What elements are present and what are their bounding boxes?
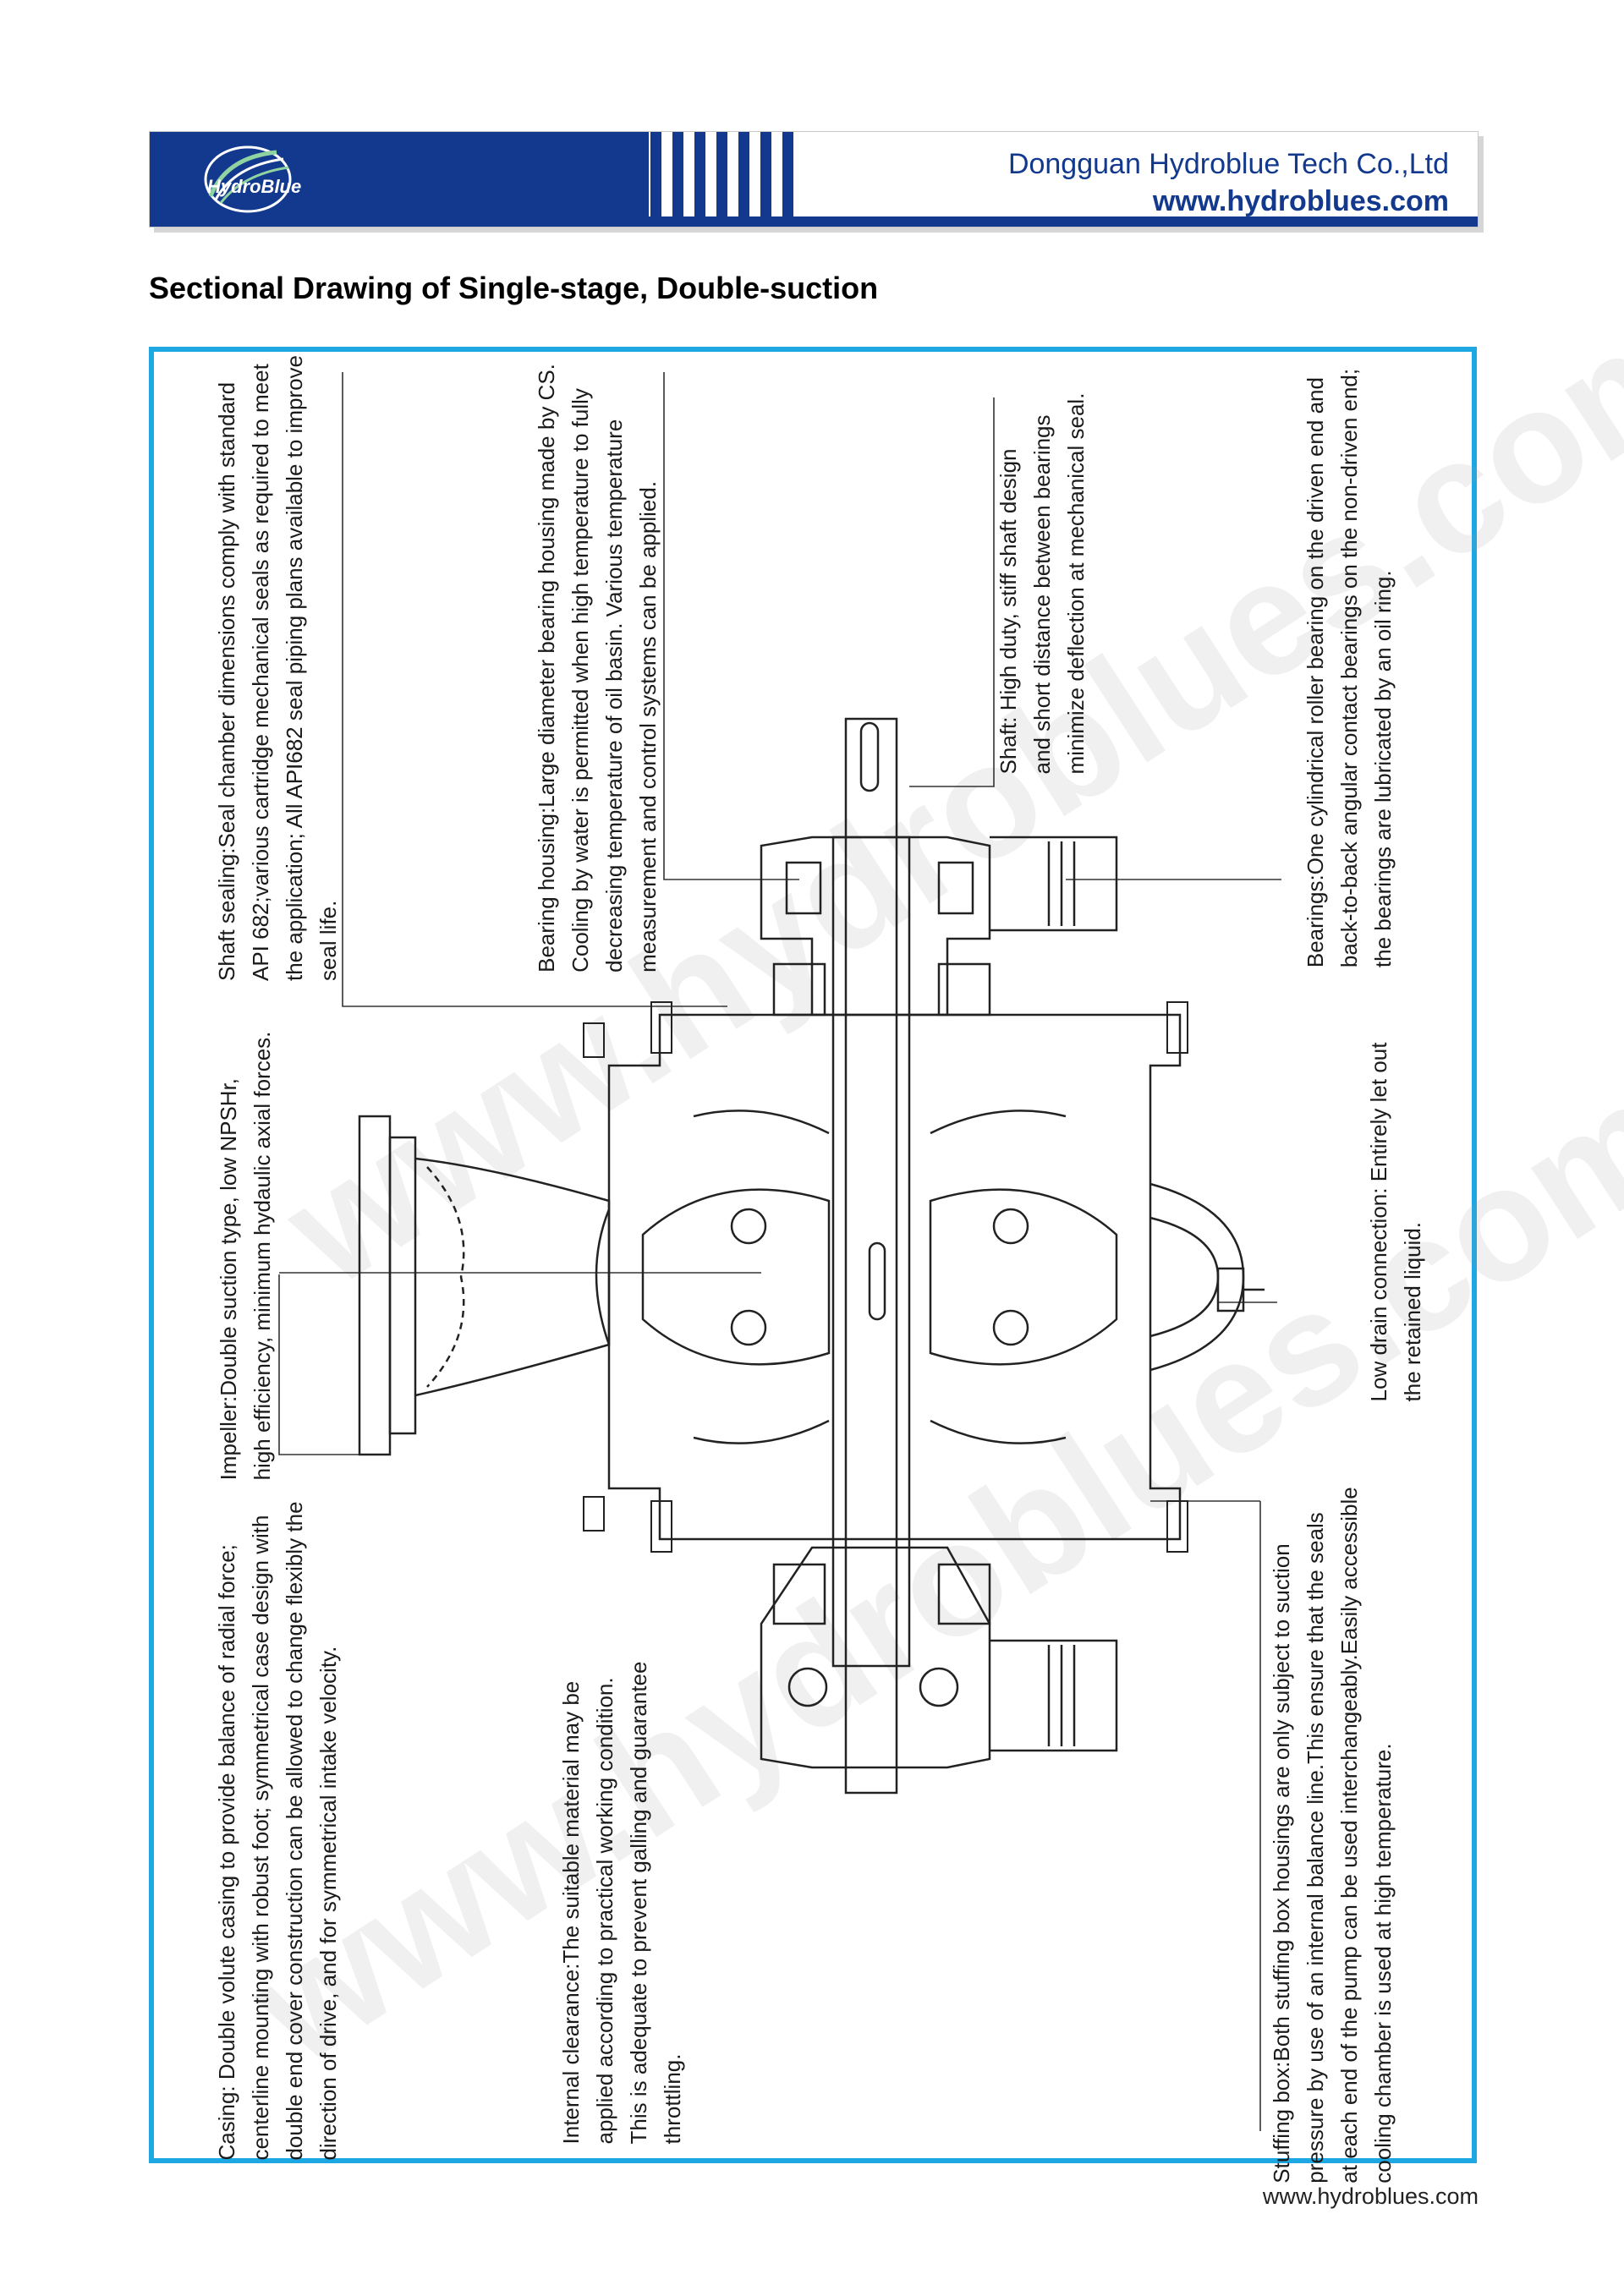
annotation-line: Shaft sealing:Seal chamber dimensions co… — [214, 381, 239, 982]
drawing-frame — [149, 347, 1477, 2163]
annotation-internal-clearance: Internal clearance:The suitable material… — [554, 1662, 689, 2145]
annotation-line: decreasing temperature of oil basin. Var… — [601, 419, 627, 973]
annotation-impeller: Impeller:Double suction type, low NPSHr,… — [211, 1032, 279, 1481]
header-stripes — [647, 132, 793, 216]
discharge-volute — [1149, 1182, 1245, 1372]
annotation-shaft: Shaft: High duty, stiff shaft design and… — [991, 393, 1093, 775]
bearing-top-left — [772, 962, 826, 1016]
annotation-line: Bearings:One cylindrical roller bearing … — [1303, 377, 1328, 968]
company-block: Dongguan Hydroblue Tech Co.,Ltd www.hydr… — [1008, 145, 1449, 220]
bolts — [583, 1001, 1188, 1553]
annotation-stuffing-box: Stuffing box:Both stuffing box housings … — [1265, 1487, 1400, 2183]
leader-lines — [278, 372, 1281, 2131]
impeller — [641, 1110, 1118, 1444]
logo-text: HydroBlue — [207, 176, 301, 197]
annotation-line: Impeller:Double suction type, low NPSHr, — [216, 1077, 241, 1481]
casing-body — [595, 1013, 1265, 1541]
annotation-line: Shaft: High duty, stiff shaft design — [996, 448, 1021, 775]
suction-nozzle — [358, 1115, 611, 1456]
annotation-line: centerline mounting with robust foot; sy… — [248, 1515, 273, 2161]
annotation-line: throttling. — [660, 2053, 685, 2145]
wear-ring-left-bottom — [730, 1309, 767, 1346]
leader-shaft — [909, 397, 995, 787]
annotation-line: minimize deflection at mechanical seal. — [1063, 392, 1089, 775]
leader-bearing-housing — [663, 372, 799, 880]
oil-chamber-top — [990, 836, 1118, 932]
annotation-line: cooling chamber is used at high temperat… — [1370, 1743, 1396, 2184]
leader-casing — [278, 1274, 359, 1455]
annotation-line: This is adequate to prevent galling and … — [626, 1661, 651, 2145]
footer-url: www.hydroblues.com — [1262, 2184, 1479, 2209]
annotation-line: double end cover construction can be all… — [282, 1501, 307, 2161]
annotation-line: back-to-back angular contact bearings on… — [1336, 368, 1362, 968]
annotation-bearings: Bearings:One cylindrical roller bearing … — [1298, 369, 1400, 967]
annotation-shaft-sealing: Shaft sealing:Seal chamber dimensions co… — [210, 355, 345, 981]
header-bottom-bar — [150, 216, 1478, 227]
impeller-key — [868, 1241, 886, 1321]
annotation-line: Casing: Double volute casing to provide … — [214, 1544, 239, 2161]
annotation-line: Bearing housing:Large diameter bearing h… — [534, 364, 559, 973]
coupling-key — [859, 721, 880, 792]
annotation-line: Low drain connection: Entirely let out — [1366, 1042, 1391, 1402]
leader-shaft-sealing — [342, 372, 727, 1007]
company-name: Dongguan Hydroblue Tech Co.,Ltd — [1007, 148, 1449, 180]
hydroblue-logo-icon: HydroBlue — [204, 145, 301, 213]
annotation-line: Internal clearance:The suitable material… — [558, 1680, 584, 2145]
annotation-line: the bearings are lubricated by an oil ri… — [1370, 570, 1396, 968]
annotation-low-drain: Low drain connection: Entirely let out t… — [1362, 1043, 1429, 1402]
bearing-top-right — [937, 962, 991, 1016]
annotation-line: the application; All API682 seal piping … — [282, 354, 307, 982]
company-url: www.hydroblues.com — [1152, 185, 1449, 217]
annotation-line: pressure by use of an internal balance l… — [1303, 1512, 1328, 2184]
header-banner: HydroBlue Dongguan Hydroblue Tech Co.,Lt… — [149, 131, 1479, 227]
bearing-bottom-right — [919, 1667, 959, 1707]
annotation-line: API 682;various cartridge mechanical sea… — [248, 364, 273, 982]
wear-ring-right-bottom — [992, 1309, 1029, 1346]
suction-flange — [358, 1115, 392, 1456]
page-title: Sectional Drawing of Single-stage, Doubl… — [149, 271, 879, 305]
annotation-line: at each end of the pump can be used inte… — [1336, 1487, 1362, 2184]
annotation-line: seal life. — [315, 900, 341, 982]
oil-chamber-bottom — [990, 1639, 1118, 1752]
annotation-casing: Casing: Double volute casing to provide … — [210, 1501, 345, 2160]
annotation-line: Cooling by water is permitted when high … — [568, 388, 593, 973]
annotation-line: applied according to practical working c… — [592, 1677, 617, 2145]
annotation-line: direction of drive, and for symmetrical … — [315, 1646, 341, 2161]
annotation-line: high efficiency, minimum hydaulic axial … — [250, 1031, 275, 1481]
wear-ring-left-top — [730, 1208, 767, 1245]
wear-ring-right-top — [992, 1208, 1029, 1245]
annotation-bearing-housing: Bearing housing:Large diameter bearing h… — [529, 364, 665, 973]
bearing-housing-bottom — [760, 1546, 1118, 1769]
bearing-bottom-left — [787, 1667, 828, 1707]
annotation-line: Stuffing box:Both stuffing box housings … — [1269, 1543, 1294, 2184]
shaft — [831, 717, 911, 1795]
bearing-housing-top — [760, 836, 1118, 1016]
annotation-line: the retained liquid. — [1400, 1221, 1425, 1402]
annotation-line: and short distance between bearings — [1029, 414, 1055, 775]
annotation-line: measurement and control systems can be a… — [635, 480, 661, 973]
